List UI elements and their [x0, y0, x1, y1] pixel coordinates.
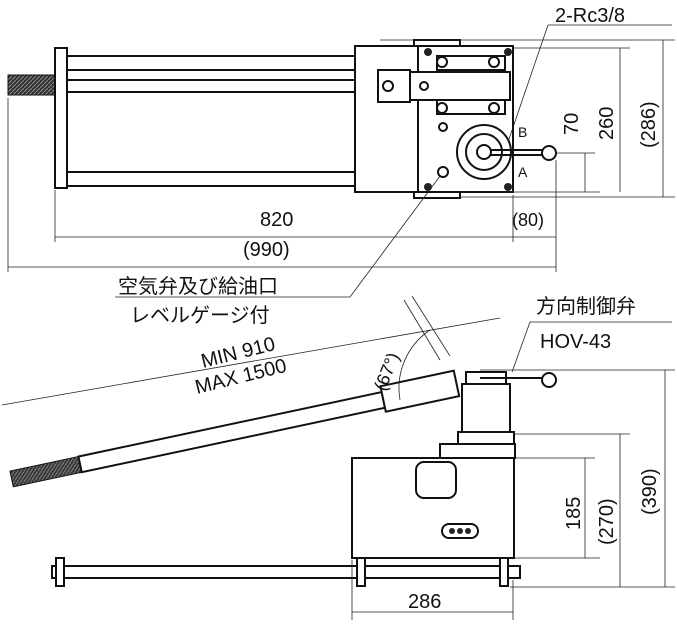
port-size-label: 2-Rc3/8 [555, 5, 625, 27]
valve-label: 方向制御弁 [536, 295, 636, 318]
note-air-valve: 空気弁及び給油口 [118, 275, 278, 298]
valve-dial [456, 124, 512, 180]
dim-260: 260 [596, 107, 618, 140]
rod-top [66, 55, 358, 71]
top-view: B A 820 (990) (80) 2-Rc3/8 70 260 (286) … [7, 5, 675, 327]
dim-270: (270) [596, 498, 618, 545]
end-bar [54, 47, 68, 189]
dim-80: (80) [512, 210, 544, 230]
dim-286-top: (286) [638, 101, 660, 148]
side-view: MIN 910 MAX 1500 (67°) 方向制御弁 HOV-43 185 … [1, 295, 675, 620]
carry-handle [415, 461, 457, 499]
handle-grip-side [9, 455, 83, 488]
note-level-gauge: レベルゲージ付 [130, 304, 270, 327]
rod-bottom [66, 171, 358, 187]
dim-286-side: 286 [408, 591, 441, 613]
valve-model: HOV-43 [540, 331, 611, 353]
dim-820: 820 [260, 209, 293, 231]
handle-grip-top [7, 74, 57, 96]
tank-body [354, 45, 421, 193]
tank-side [351, 457, 515, 559]
dim-990: (990) [243, 239, 290, 261]
port-a-label: A [518, 164, 528, 180]
dim-390: (390) [639, 468, 661, 515]
lever-knob [541, 145, 557, 161]
dim-70: 70 [561, 113, 583, 135]
dim-185: 185 [563, 497, 585, 530]
handle-socket [379, 369, 461, 413]
handle-rod [77, 390, 387, 474]
valve-body-side [461, 383, 511, 433]
base-rod [51, 565, 521, 579]
port-b-label: B [518, 124, 527, 140]
